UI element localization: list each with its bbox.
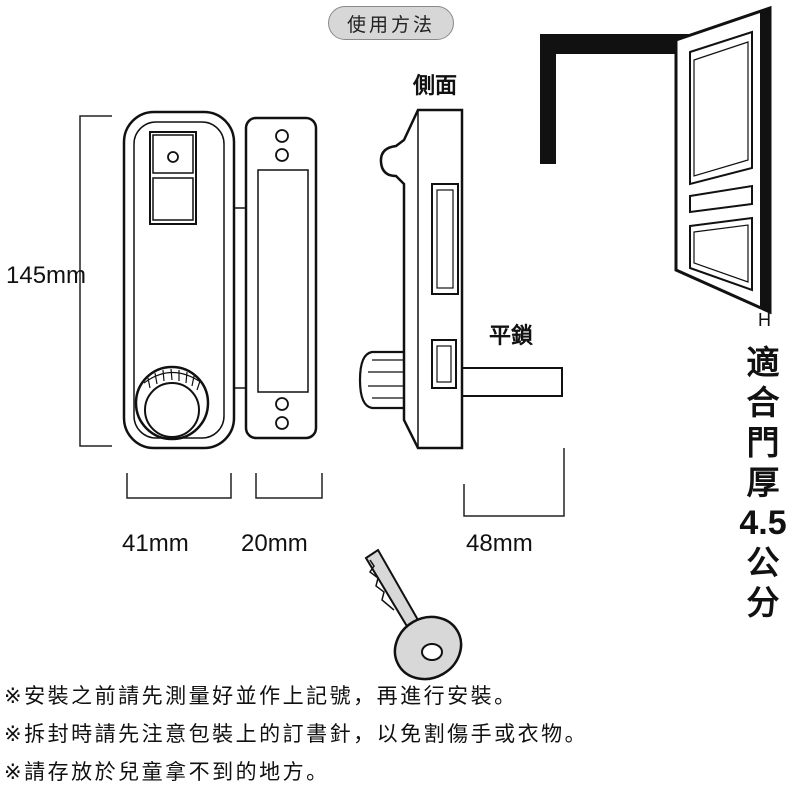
lock-side-view bbox=[358, 108, 563, 450]
front-width-dimension: 41mm bbox=[122, 530, 189, 557]
side-view-label: 側面 bbox=[413, 74, 458, 99]
flat-lock-label: 平鎖 bbox=[489, 324, 534, 349]
door-thickness-char: 分 bbox=[746, 583, 780, 622]
strike-plate-view bbox=[244, 116, 318, 440]
height-bracket bbox=[79, 115, 112, 447]
door-thickness-char: 公 bbox=[746, 543, 780, 582]
note-children: ※請存放於兒童拿不到的地方。 bbox=[4, 760, 330, 784]
note-measure: ※安裝之前請先測量好並作上記號，再進行安裝。 bbox=[4, 684, 518, 708]
key-illustration bbox=[364, 548, 463, 681]
door-thickness-char: 合 bbox=[746, 383, 780, 422]
door-illustration bbox=[540, 5, 772, 315]
door-thickness-label: 適 合 門 厚 4.5 公 分 bbox=[733, 343, 793, 623]
plate-width-dimension: 20mm bbox=[241, 530, 308, 557]
door-thickness-char: 厚 bbox=[746, 463, 780, 502]
door-h-label: H bbox=[758, 310, 771, 330]
door-thickness-char: 適 bbox=[746, 343, 780, 382]
lock-front-view bbox=[122, 110, 247, 450]
height-dimension: 145mm bbox=[6, 262, 87, 289]
width-brackets bbox=[126, 448, 565, 517]
page-title: 使用方法 bbox=[328, 6, 454, 40]
depth-dimension: 48mm bbox=[466, 530, 533, 557]
door-thickness-char: 門 bbox=[746, 423, 780, 462]
note-staples: ※拆封時請先注意包裝上的訂書針，以免割傷手或衣物。 bbox=[4, 722, 589, 746]
door-thickness-value: 4.5 bbox=[739, 504, 787, 542]
